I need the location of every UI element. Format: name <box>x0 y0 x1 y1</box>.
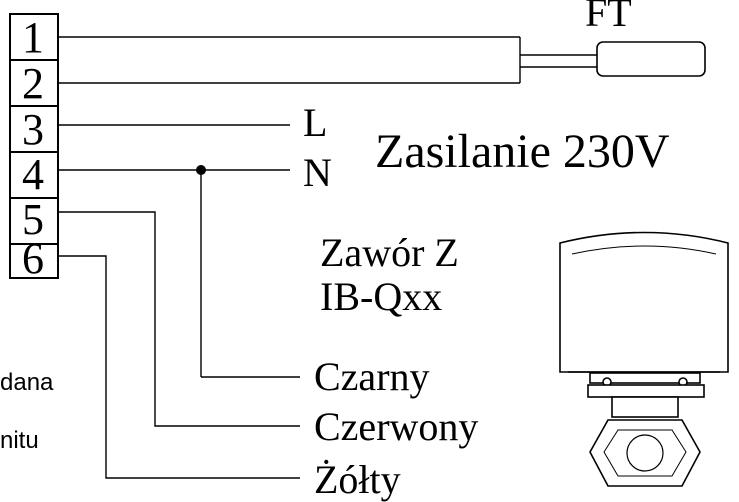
label-n: N <box>303 150 332 195</box>
wire-label-black: Czarny <box>314 354 430 399</box>
note-line2: nitu <box>0 427 39 454</box>
terminal-1-label: 1 <box>22 13 44 62</box>
note-line1: dana <box>0 369 54 396</box>
wire-red <box>58 211 300 427</box>
wire-label-red: Czerwony <box>314 404 478 449</box>
sensor-probe <box>596 41 706 77</box>
valve-body-hex <box>589 419 701 487</box>
valve-neck <box>611 396 679 418</box>
valve-title-line1: Zawór Z <box>320 230 459 275</box>
valve-actuator-drawing <box>559 231 729 487</box>
terminal-3-label: 3 <box>22 105 44 154</box>
power-title: Zasilanie 230V <box>375 125 670 178</box>
terminal-6-label: 6 <box>22 234 44 283</box>
wire-yellow <box>58 255 300 479</box>
terminal-5-label: 5 <box>22 195 44 244</box>
terminal-2-label: 2 <box>22 59 44 108</box>
mount-plate <box>589 372 701 384</box>
actuator-housing <box>559 231 729 373</box>
terminal-6-box <box>9 243 59 279</box>
valve-port <box>626 434 664 472</box>
wire-label-yellow: Żółty <box>314 457 401 502</box>
sensor-label: FT <box>585 0 632 35</box>
terminal-block: 1 2 3 4 5 6 <box>9 13 59 283</box>
actuator-top-edge <box>571 245 717 255</box>
valve-title-line2: IB-Qxx <box>320 274 442 319</box>
label-l: L <box>303 100 327 145</box>
sensor-cable <box>58 36 706 84</box>
terminal-4-label: 4 <box>22 150 44 199</box>
valve-body-inner <box>603 429 687 477</box>
flange <box>587 384 705 398</box>
terminal-4-box <box>9 151 59 199</box>
